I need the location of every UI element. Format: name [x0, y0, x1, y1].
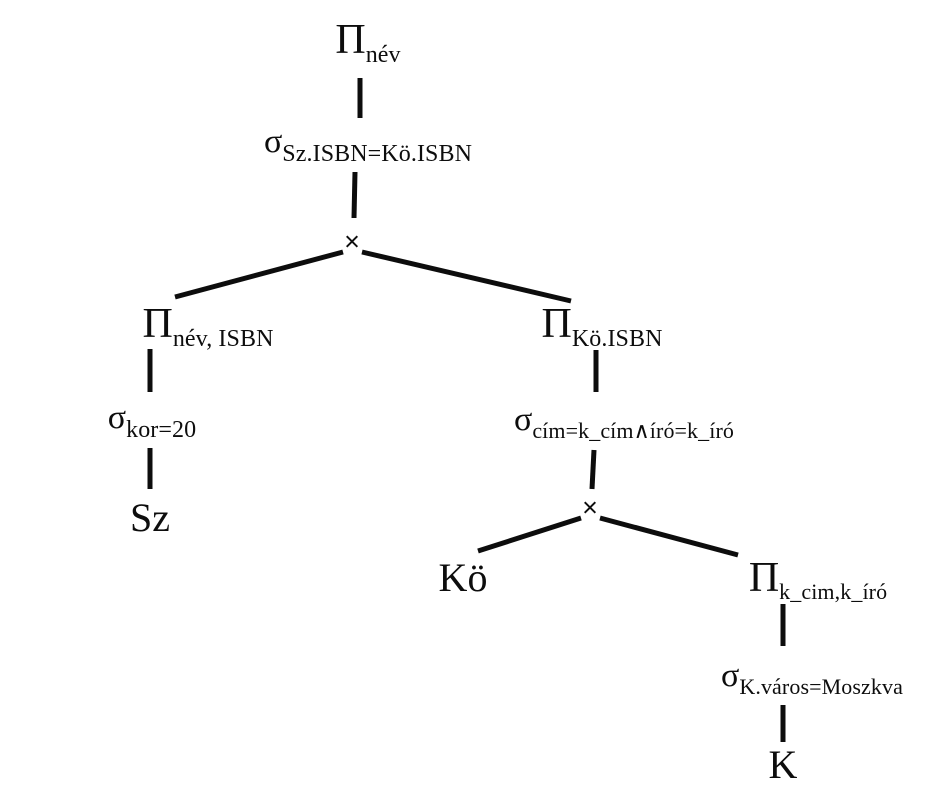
projection-subscript: név	[365, 42, 401, 68]
selection-symbol: σ	[107, 399, 127, 436]
node-relation-ko: Kö	[439, 558, 488, 598]
node-join-selection: σSz.ISBN=Kö.ISBN	[263, 123, 472, 167]
edge-group	[147, 78, 786, 742]
node-right-selection: σcím=k_cím∧író=k_író	[513, 401, 734, 442]
cross-product-symbol: ×	[582, 492, 598, 523]
edge-bottom-cross-to-projection	[599, 515, 739, 558]
selection-symbol: σ	[721, 657, 740, 694]
selection-symbol: σ	[513, 401, 533, 438]
projection-symbol: Π	[335, 17, 366, 63]
edge-cross-to-right-projection	[361, 249, 572, 304]
cross-product-symbol: ×	[344, 226, 360, 257]
edge-right-selection-to-cross	[589, 449, 597, 490]
selection-subscript: K.város=Moszkva	[739, 674, 903, 699]
relation-label: K	[768, 742, 798, 786]
selection-subscript: cím=k_cím∧író=k_író	[532, 418, 735, 443]
node-root-projection: Πnév	[335, 17, 400, 67]
projection-subscript: Kö.ISBN	[571, 326, 663, 352]
relation-label: Kö	[438, 555, 488, 600]
relation-label: Sz	[130, 495, 170, 540]
selection-subscript: Sz.ISBN=Kö.ISBN	[282, 141, 473, 167]
projection-symbol: Π	[748, 555, 780, 601]
projection-subscript: k_cim,k_író	[779, 579, 888, 604]
projection-symbol: Π	[541, 301, 572, 347]
projection-subscript: név, ISBN	[172, 326, 274, 352]
node-left-selection: σkor=20	[107, 399, 196, 443]
edge-cross-to-left-projection	[174, 249, 344, 300]
node-right-projection: ΠKö.ISBN	[541, 301, 662, 351]
node-left-projection: Πnév, ISBN	[142, 301, 273, 351]
edge-bottom-cross-to-ko	[477, 515, 582, 554]
selection-subscript: kor=20	[126, 417, 197, 443]
node-top-cross-product: ×	[344, 226, 360, 257]
node-bottom-selection: σK.város=Moszkva	[721, 657, 903, 698]
edge-join-selection-to-cross	[351, 171, 358, 219]
node-relation-k: K	[769, 745, 798, 785]
node-bottom-cross-product: ×	[582, 492, 598, 523]
selection-symbol: σ	[263, 123, 283, 160]
node-bottom-right-projection: Πk_cim,k_író	[748, 555, 887, 603]
projection-symbol: Π	[142, 301, 173, 347]
node-relation-sz: Sz	[130, 498, 170, 538]
